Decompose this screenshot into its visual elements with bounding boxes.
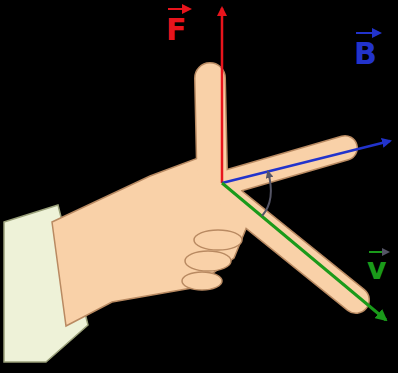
vector-label: v — [367, 254, 387, 284]
vector-label: F — [166, 15, 187, 45]
vector-marks — [168, 9, 388, 252]
finger-outlines — [210, 78, 356, 300]
force-arrow — [221, 8, 224, 183]
velocity-arrow — [222, 183, 386, 320]
rotation-arc — [262, 172, 271, 216]
field-arrow — [222, 141, 390, 183]
curled-fingers — [182, 230, 242, 290]
vector-label: B — [354, 39, 377, 69]
fingers — [210, 78, 356, 300]
